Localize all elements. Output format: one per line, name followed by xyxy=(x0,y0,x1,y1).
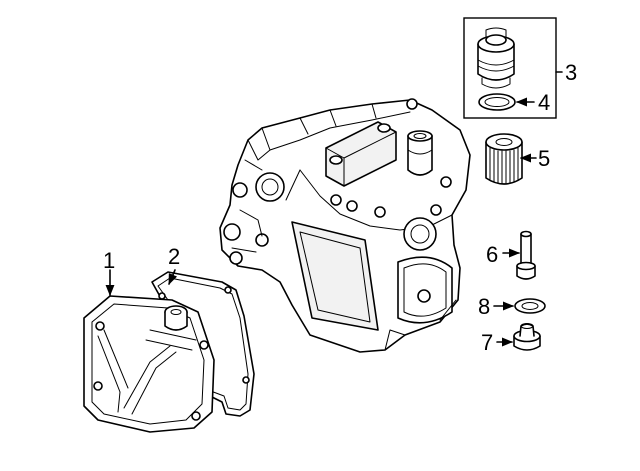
filter-housing-cap xyxy=(477,27,515,89)
callout-3: 3 xyxy=(565,60,577,85)
callout-8: 8 xyxy=(478,294,490,319)
drain-plug xyxy=(513,323,541,351)
callout-4: 4 xyxy=(538,90,550,115)
callout-6: 6 xyxy=(486,242,498,267)
filter-element xyxy=(485,133,523,185)
seal-washer xyxy=(514,298,546,314)
callout-5: 5 xyxy=(538,146,550,171)
callout-1: 1 xyxy=(103,248,115,273)
bolt xyxy=(516,230,536,280)
o-ring xyxy=(478,93,516,111)
callout-7: 7 xyxy=(481,330,493,355)
leader-line-2 xyxy=(168,269,178,286)
filter-kit-bracket-box xyxy=(463,17,557,119)
callout-2: 2 xyxy=(168,244,180,269)
oil-pan xyxy=(83,295,215,433)
transmission-housing xyxy=(219,98,471,353)
